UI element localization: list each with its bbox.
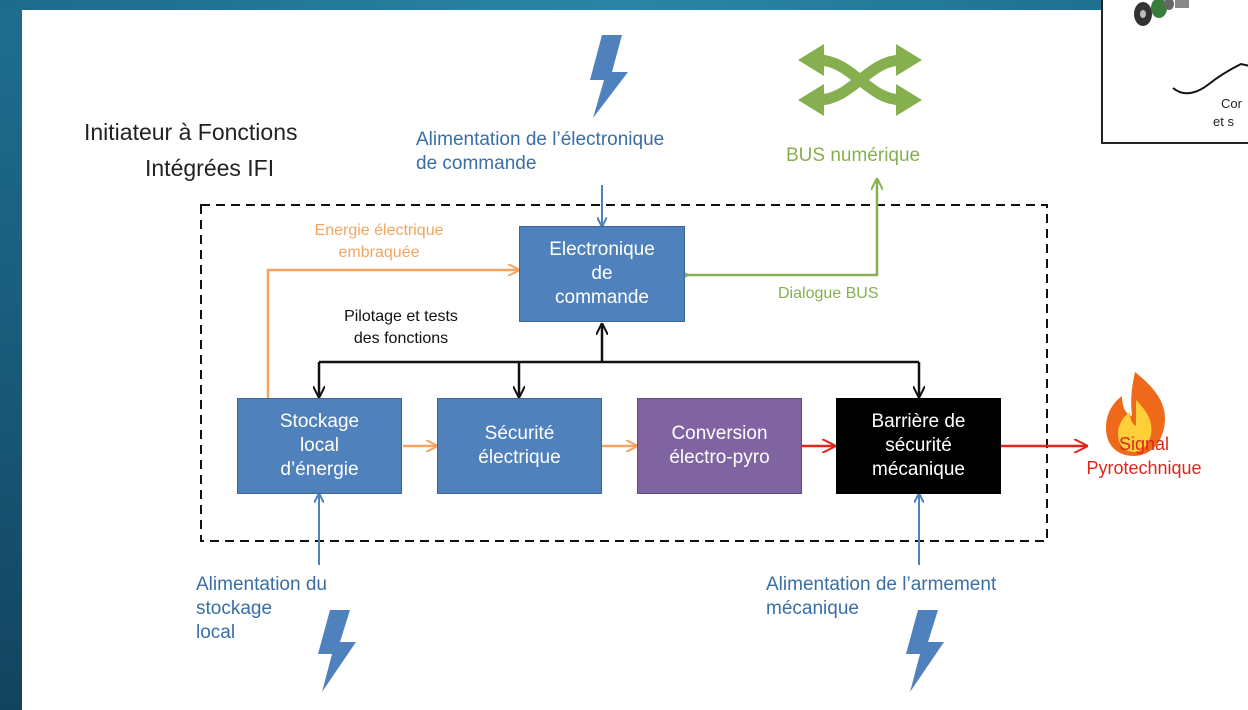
flame-icon xyxy=(1106,372,1165,456)
label-energie: Energie électrique embraquée xyxy=(282,220,476,264)
label-energie-line1: Energie électrique xyxy=(314,222,444,239)
label-alim-electronique-line1: Alimentation de l’électronique xyxy=(416,129,665,150)
label-alim-armement-line1: Alimentation de l’armement xyxy=(766,574,997,595)
label-signal-pyrotechnique: Signal Pyrotechnique xyxy=(1064,432,1224,480)
label-signal-line2: Pyrotechnique xyxy=(1086,458,1202,478)
label-pilotage-line1: Pilotage et tests xyxy=(344,308,458,325)
label-pilotage: Pilotage et tests des fonctions xyxy=(314,306,488,350)
lightning-icon xyxy=(318,610,356,692)
title-line2: Intégrées IFI xyxy=(145,155,275,181)
system-boundary xyxy=(200,204,1048,542)
label-pilotage-line2: des fonctions xyxy=(353,330,449,347)
shuffle-arrows-icon xyxy=(817,54,903,106)
slide-background-top xyxy=(0,0,1248,10)
slide-background-left xyxy=(0,0,22,710)
diagram-title: Initiateur à Fonctions xyxy=(84,117,298,147)
lightning-icon xyxy=(906,610,944,692)
arrow-dialogue-bus xyxy=(686,180,877,275)
arrow-energie-embarquee xyxy=(266,270,518,398)
label-alim-electronique: Alimentation de l’électronique de comman… xyxy=(416,128,664,176)
inset-picture: Cor et s xyxy=(1101,0,1248,144)
box-stockage-energie: Stockage local d’énergie xyxy=(237,398,402,494)
title-line1: Initiateur à Fonctions xyxy=(84,119,298,145)
label-alim-stockage-line3: local xyxy=(196,622,236,643)
label-energie-line2: embraquée xyxy=(338,244,420,261)
box-electronique-commande: Electronique de commande xyxy=(519,226,685,322)
inset-caption-line1: Cor xyxy=(1221,96,1242,111)
diagram-title-2: Intégrées IFI xyxy=(145,153,274,183)
box-securite-electrique: Sécurité électrique xyxy=(437,398,602,494)
slide-canvas xyxy=(22,10,1248,710)
shuffle-arrowheads xyxy=(798,44,922,116)
label-signal-line1: Signal xyxy=(1118,434,1170,454)
label-alim-stockage: Alimentation du stockage local xyxy=(196,573,327,645)
inset-caption-line2: et s xyxy=(1213,114,1234,129)
label-alim-stockage-line2: stockage xyxy=(196,598,273,619)
label-bus-numerique: BUS numérique xyxy=(786,145,921,166)
box-conversion-electro-pyro: Conversion électro-pyro xyxy=(637,398,802,494)
label-alim-electronique-line2: de commande xyxy=(416,153,537,174)
label-dialogue-bus: Dialogue BUS xyxy=(778,285,879,302)
label-alim-armement: Alimentation de l’armement mécanique xyxy=(766,573,996,621)
lightning-icon xyxy=(590,35,628,118)
inset-device-sketch xyxy=(1134,0,1248,95)
box-barriere-securite: Barrière de sécurité mécanique xyxy=(836,398,1001,494)
label-alim-stockage-line1: Alimentation du xyxy=(196,574,327,595)
label-alim-armement-line2: mécanique xyxy=(766,598,859,619)
